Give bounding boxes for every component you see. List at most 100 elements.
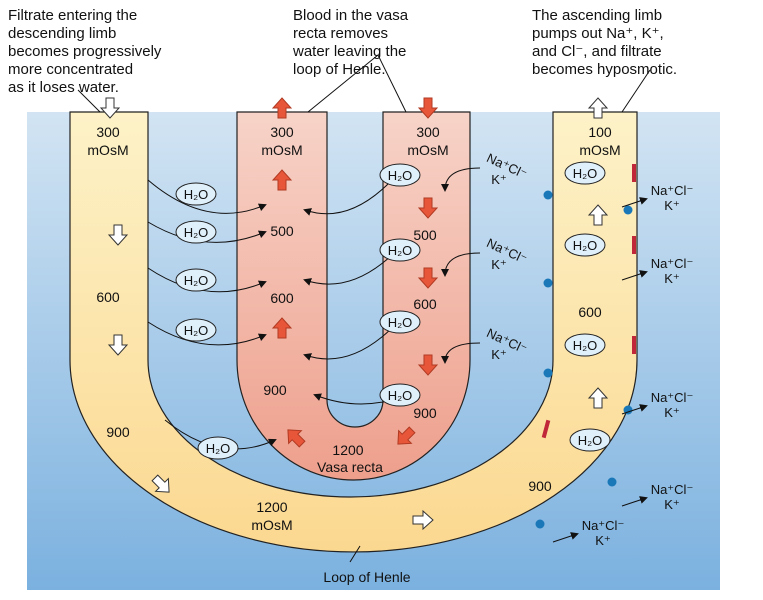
ion-label: Na⁺Cl⁻ <box>651 256 694 271</box>
ion-flow-arrow <box>621 197 648 208</box>
pointer-line <box>349 545 361 563</box>
osmolarity-label: 600 <box>413 296 437 312</box>
ion-flow-arrow <box>441 342 481 364</box>
filtrate-flow-arrow <box>587 387 609 409</box>
water-label: H₂O <box>578 433 603 448</box>
ion-label: K⁺ <box>664 271 680 286</box>
filtrate-flow-arrow <box>151 474 170 493</box>
water-label: H₂O <box>184 187 209 202</box>
water-label: H₂O <box>573 238 598 253</box>
ion-flow-arrow <box>621 496 648 507</box>
ion-label: Na⁺Cl⁻ <box>582 518 625 533</box>
water-label: H₂O <box>184 225 209 240</box>
ion-pump <box>535 519 545 529</box>
water-molecule-oval <box>175 268 217 292</box>
vasa-recta-label: Vasa recta <box>317 459 383 475</box>
ion-label: K⁺ <box>664 497 680 512</box>
osmolarity-label: 900 <box>263 382 287 398</box>
water-molecule-oval <box>175 318 217 342</box>
water-label: H₂O <box>184 273 209 288</box>
water-label: H₂O <box>573 166 598 181</box>
pointer-line <box>621 69 651 113</box>
water-molecule-oval <box>379 310 421 334</box>
water-label: H₂O <box>206 441 231 456</box>
water-flow-arrow <box>147 179 267 214</box>
ion-label: K⁺ <box>491 257 507 272</box>
osmolarity-label: 600 <box>96 289 120 305</box>
ion-label: Na⁺Cl⁻ <box>651 183 694 198</box>
ion-flow-arrow <box>621 270 648 281</box>
blood-flow-arrow <box>417 97 439 119</box>
water-molecule-oval <box>564 333 606 357</box>
blood-flow-arrow <box>287 429 306 448</box>
water-flow-arrow <box>303 179 393 216</box>
osmolarity-label: 500 <box>413 227 437 243</box>
ion-flow-arrow <box>552 532 579 543</box>
arrow-shape <box>151 474 170 493</box>
water-molecule-oval <box>379 163 421 187</box>
ion-label: K⁺ <box>664 405 680 420</box>
water-molecule-oval <box>564 161 606 185</box>
ion-pump <box>543 368 553 378</box>
ion-label: K⁺ <box>664 198 680 213</box>
osmolarity-label: 1200 <box>256 499 287 515</box>
arrow-shape <box>99 97 121 119</box>
water-label: H₂O <box>184 323 209 338</box>
ion-label: K⁺ <box>491 172 507 187</box>
blood-flow-arrow <box>397 426 416 445</box>
arrow-shape <box>587 97 609 119</box>
arrow-shape <box>107 334 129 356</box>
aquaporin-channel <box>541 419 551 439</box>
filtrate-flow-arrow <box>99 97 121 119</box>
water-flow-arrow <box>303 327 393 361</box>
annotation-text: Blood in the vasa <box>293 7 409 24</box>
blood-flow-arrow <box>417 267 439 289</box>
blood-flow-arrow <box>271 169 293 191</box>
blood-flow-arrow <box>417 197 439 219</box>
ion-pump <box>623 205 633 215</box>
water-flow-arrow <box>147 221 267 243</box>
aquaporin-channel <box>632 236 636 254</box>
arrow-shape <box>587 204 609 226</box>
ion-pump <box>543 278 553 288</box>
loop-of-henle-label: Loop of Henle <box>323 569 410 585</box>
pointer-line <box>377 54 407 113</box>
annotation-text: and Cl⁻, and filtrate <box>532 43 662 60</box>
arrow-shape <box>417 197 439 219</box>
arrow-shape <box>417 267 439 289</box>
osmolarity-label: 1200 <box>332 442 363 458</box>
aquaporin-channel <box>632 336 636 354</box>
water-molecule-oval <box>379 238 421 262</box>
filtrate-flow-arrow <box>587 204 609 226</box>
annotation-text: more concentrated <box>8 61 133 78</box>
ion-flow-arrow <box>621 404 648 415</box>
arrow-shape <box>287 429 306 448</box>
annotation-text: as it loses water. <box>8 79 119 96</box>
osmolarity-label: 300 <box>270 124 294 140</box>
annotation-text: becomes hyposmotic. <box>532 61 677 78</box>
osmolarity-label: 600 <box>270 290 294 306</box>
annotation-text: The ascending limb <box>532 7 662 24</box>
aquaporin-channel <box>632 164 636 182</box>
osmolarity-label: 900 <box>528 478 552 494</box>
water-label: H₂O <box>388 243 413 258</box>
annotation-text: pumps out Na⁺, K⁺, <box>532 25 664 42</box>
ion-label: K⁺ <box>595 533 611 548</box>
loop-of-henle <box>69 111 638 553</box>
arrow-shape <box>271 97 293 119</box>
annotation-text: water leaving the <box>292 43 406 60</box>
ion-label: K⁺ <box>491 347 507 362</box>
annotation-text: recta removes <box>293 25 388 42</box>
water-molecule-oval <box>175 182 217 206</box>
osmolarity-label: 900 <box>106 424 130 440</box>
water-molecule-oval <box>379 383 421 407</box>
osmolarity-label: 100 <box>588 124 612 140</box>
water-flow-arrow <box>147 267 267 293</box>
annotation-text: loop of Henle. <box>293 61 386 78</box>
ion-flow-arrow <box>441 167 481 192</box>
water-molecule-oval <box>197 436 239 460</box>
pointer-line <box>77 89 101 113</box>
water-molecule-oval <box>569 428 611 452</box>
water-flow-arrow <box>147 321 267 346</box>
ion-pump <box>543 190 553 200</box>
